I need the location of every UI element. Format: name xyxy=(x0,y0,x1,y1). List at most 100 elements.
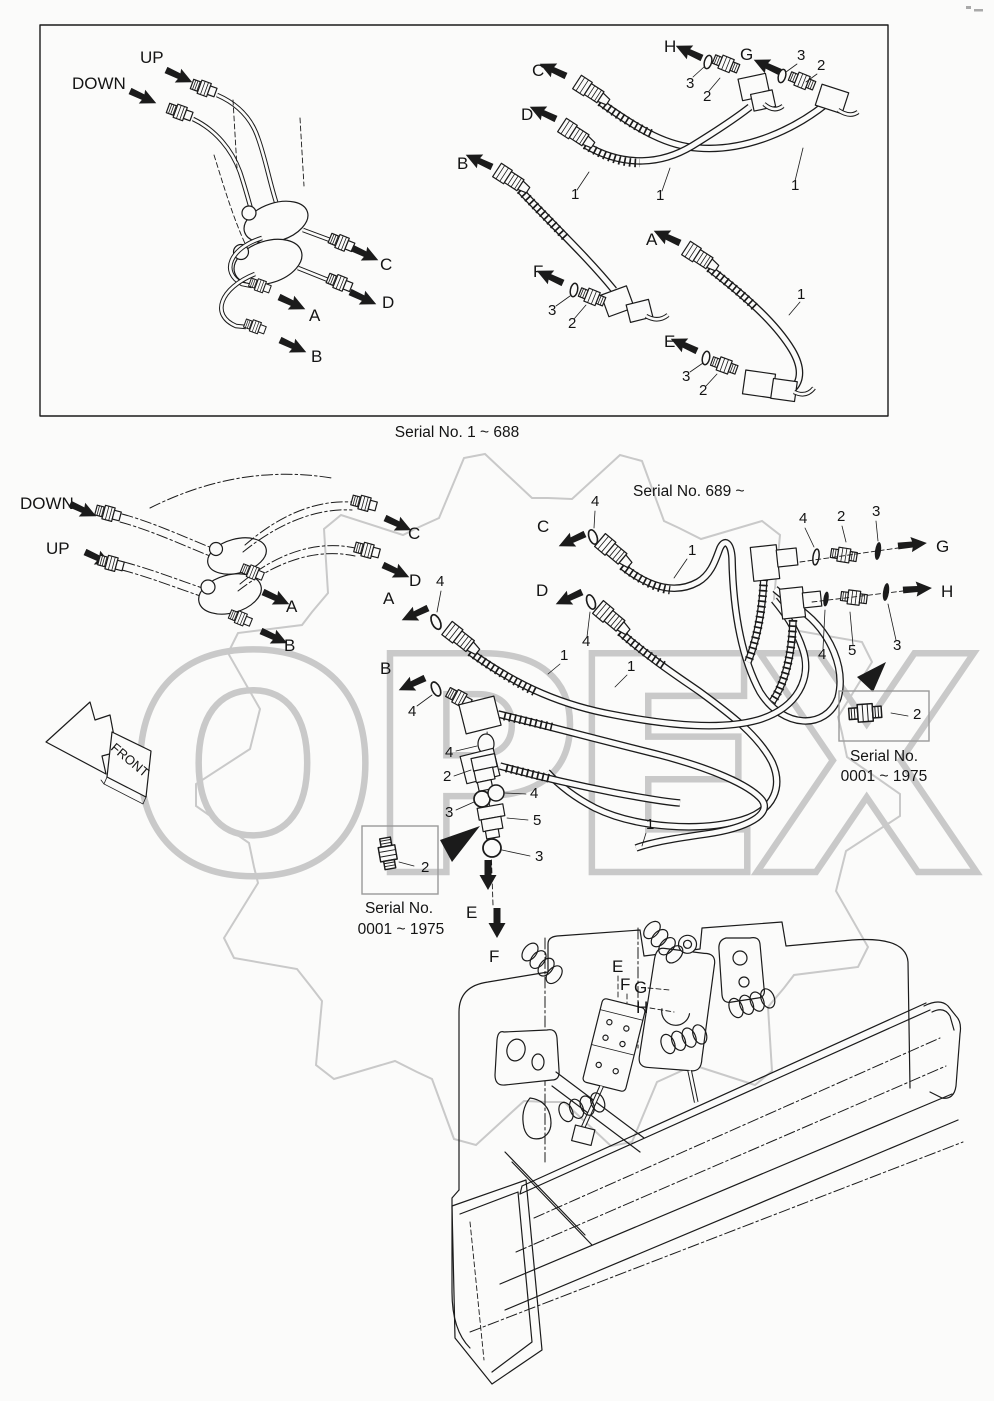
port-label-b: B xyxy=(284,636,295,655)
figure-serial-689: Serial No. 689 ~ DOWN UP C D A B xyxy=(20,473,953,966)
fitting-down xyxy=(93,502,123,524)
bracket-right xyxy=(718,937,765,1003)
port-label-b: B xyxy=(380,659,391,678)
retaining-ring xyxy=(882,583,890,601)
elbow-fitting xyxy=(749,544,799,582)
front-arrow: FRONT xyxy=(45,701,152,805)
port-label-b: B xyxy=(457,154,468,173)
leader-line xyxy=(661,167,671,192)
direction-arrow-c xyxy=(555,527,589,554)
port-label-g: G xyxy=(936,537,949,556)
inset-serial-box-left: 2 Serial No. 0001 ~ 1975 xyxy=(358,825,444,938)
hose-coil xyxy=(516,939,568,988)
o-ring xyxy=(482,838,502,858)
manifold-port xyxy=(241,205,257,221)
gear-watermark-outline xyxy=(195,452,901,1148)
washer xyxy=(812,548,820,566)
callout-3: 3 xyxy=(682,368,690,385)
callout-2: 2 xyxy=(699,382,707,399)
front-arrow-depth xyxy=(100,776,147,805)
leader-line xyxy=(805,73,818,83)
pointer-arrow xyxy=(857,662,886,692)
leader-line xyxy=(673,558,688,579)
port-label-c: C xyxy=(380,255,392,274)
lift-cylinder-left xyxy=(571,998,646,1147)
leader-line xyxy=(617,975,675,1013)
port-label-d: D xyxy=(409,571,421,590)
elbow-fitting xyxy=(778,586,823,620)
port-label-f: F xyxy=(489,947,499,966)
callout-1: 1 xyxy=(656,187,664,204)
elbow-fitting xyxy=(737,72,785,112)
port-label-down: DOWN xyxy=(72,74,126,93)
direction-arrow-g xyxy=(897,535,928,554)
fig2-right-fittings: G 4 2 3 H 4 5 3 xyxy=(749,503,953,663)
fig1-tube-assembly: UP DOWN C D A B xyxy=(72,48,394,366)
leader-line xyxy=(890,712,909,717)
elbow-fitting xyxy=(814,83,860,117)
blade-left-end-plate xyxy=(451,1179,543,1385)
inset-border xyxy=(838,690,930,742)
figure-serial-1-688: UP DOWN C D A B xyxy=(39,24,889,441)
hose-ribs xyxy=(467,648,537,696)
fig2-tee-stack: 4 2 3 4 5 3 E F xyxy=(440,695,543,966)
leader-line xyxy=(799,547,899,563)
mount-frame xyxy=(458,921,911,1191)
port-label-c: C xyxy=(408,524,420,543)
blade-moldboard xyxy=(451,1001,964,1385)
fitting-d xyxy=(352,539,382,561)
fig2-tube-assembly: DOWN UP C D A B xyxy=(20,473,421,655)
leader-line xyxy=(841,525,847,543)
port-label-a: A xyxy=(309,306,321,325)
callout-1: 1 xyxy=(688,542,696,559)
callout-3: 3 xyxy=(872,503,880,520)
leader-line xyxy=(689,362,704,373)
port-label-f: F xyxy=(620,975,630,994)
leader-line xyxy=(887,603,897,641)
fitting-up xyxy=(96,552,126,574)
direction-arrow-d xyxy=(379,558,413,585)
port-label-d: D xyxy=(521,105,533,124)
callout-2: 2 xyxy=(703,88,711,105)
callout-3: 3 xyxy=(797,47,805,64)
tee-body xyxy=(458,695,502,735)
port-label-g: G xyxy=(740,45,753,64)
watermark-text: OPEX xyxy=(125,594,981,943)
front-arrow-head xyxy=(45,701,118,775)
port-label-b: B xyxy=(311,347,322,366)
teardrop-hole xyxy=(522,1097,552,1140)
callout-2: 2 xyxy=(817,57,825,74)
port-label-up: UP xyxy=(46,539,70,558)
callout-2: 2 xyxy=(837,508,845,525)
port-label-a: A xyxy=(286,597,298,616)
callout-5: 5 xyxy=(848,642,856,659)
port-label-c: C xyxy=(532,61,544,80)
fig2-hose-bundle: A 4 B 4 C 4 D 4 1 1 1 1 xyxy=(380,493,844,852)
callout-3: 3 xyxy=(535,848,543,865)
leader-line xyxy=(794,147,804,182)
fitting-item2 xyxy=(470,753,498,792)
manifold-port xyxy=(208,541,224,557)
callout-4: 4 xyxy=(591,493,599,510)
elbow-fitting xyxy=(741,369,816,403)
blade-assembly-drawing: E F G H xyxy=(451,917,964,1385)
callout-1: 1 xyxy=(791,177,799,194)
callout-3: 3 xyxy=(686,75,694,92)
pointer-arrow xyxy=(440,826,480,862)
inset-caption-line1: Serial No. xyxy=(850,748,918,765)
leader-line xyxy=(453,769,472,777)
port-label-a: A xyxy=(383,589,395,608)
figure2-serial-label: Serial No. 689 ~ xyxy=(633,483,745,500)
fitting-c xyxy=(349,492,379,514)
port-label-down: DOWN xyxy=(20,494,74,513)
inset-serial-box-right: 2 Serial No. 0001 ~ 1975 xyxy=(838,662,930,785)
leader-line xyxy=(416,694,433,707)
leader-line xyxy=(455,801,475,811)
leader-line xyxy=(504,792,527,795)
leader-line xyxy=(576,171,590,191)
blade-right-cap xyxy=(923,1001,962,1099)
leader-line xyxy=(705,373,718,387)
inset-caption-line1: Serial No. xyxy=(365,900,433,917)
callout-4: 4 xyxy=(408,703,416,720)
